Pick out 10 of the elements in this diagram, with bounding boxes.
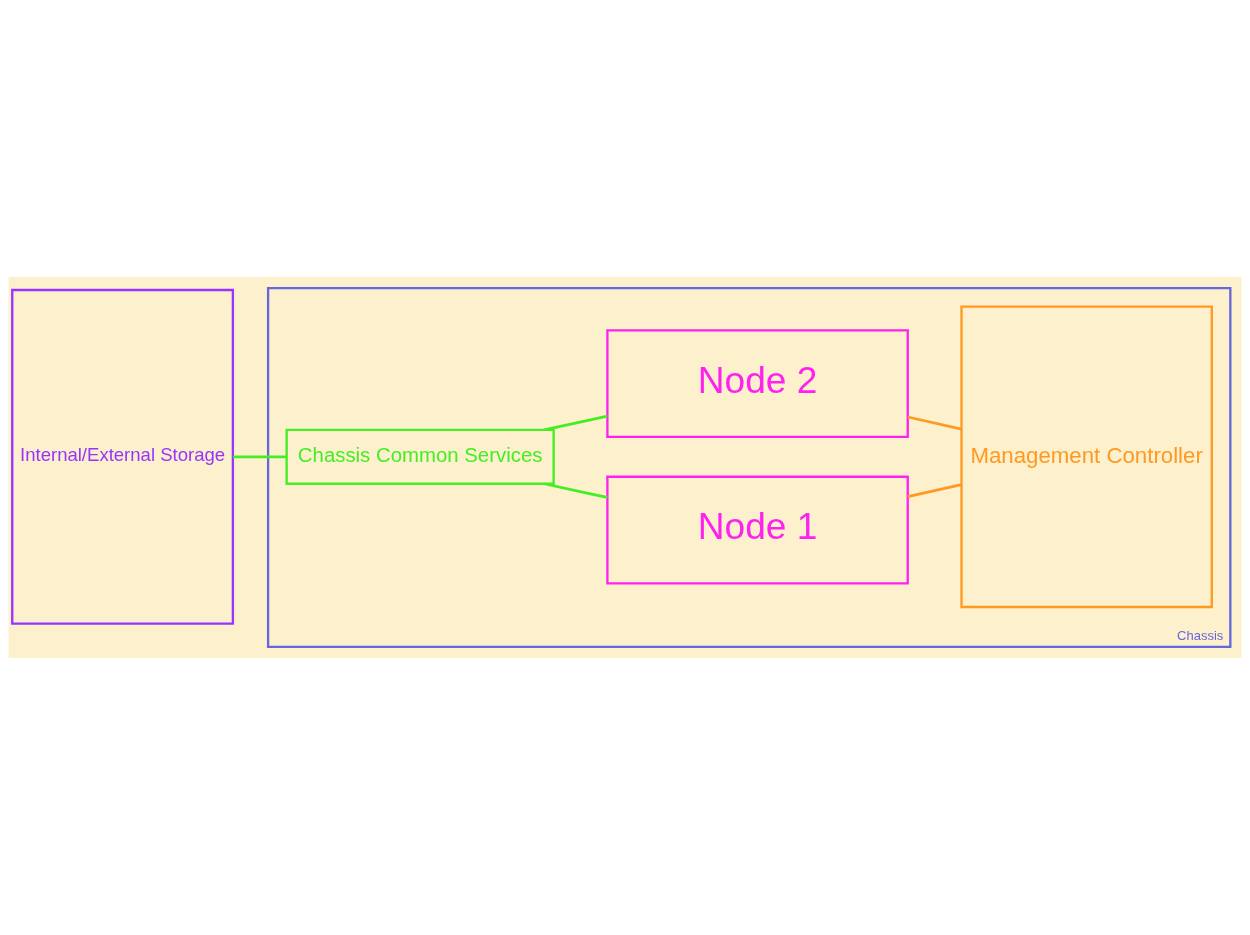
connector [907,415,962,431]
node-box: Management Controller [960,305,1213,609]
connector [233,455,287,459]
node-box: Internal/External Storage [11,288,235,625]
connector [544,482,608,499]
connector [907,483,962,499]
node-box: Node 1 [606,475,909,585]
node-box: Node 2 [606,329,909,439]
connector [544,414,608,432]
node-box: Chassis Common Services [285,428,555,485]
